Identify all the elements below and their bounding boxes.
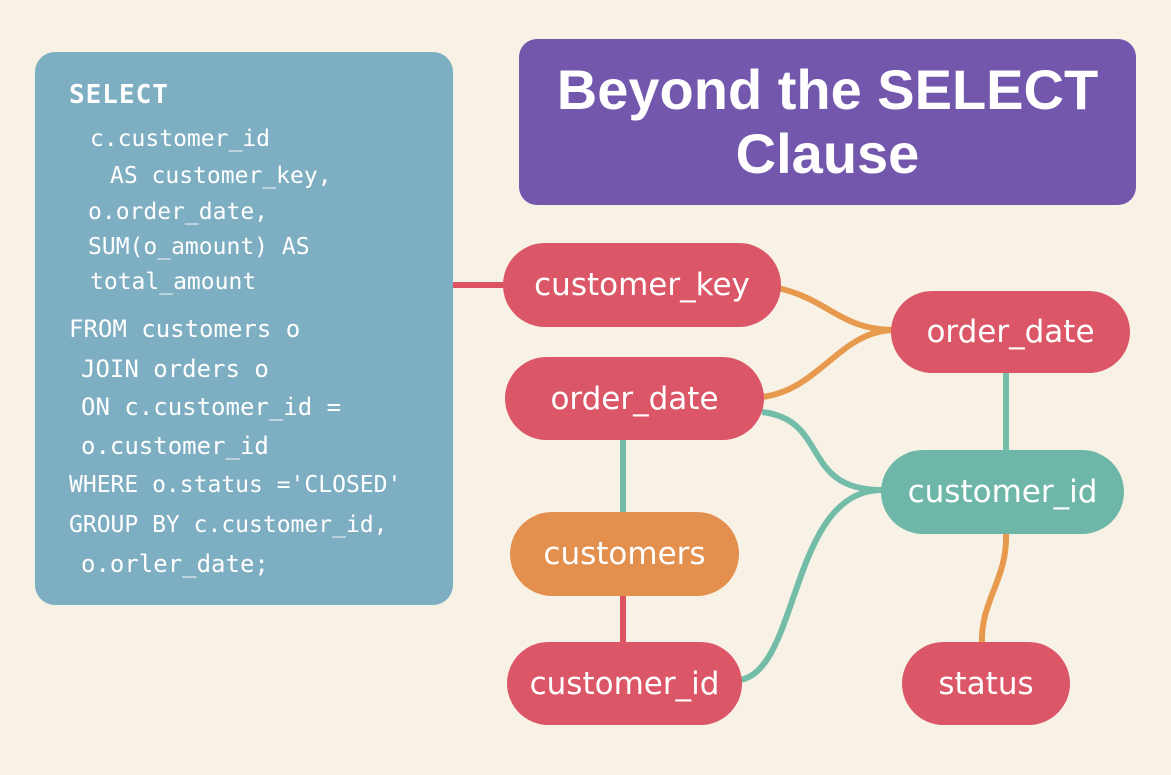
- code-line: SUM(o_amount) AS: [88, 234, 310, 260]
- node-label: order_date: [926, 314, 1095, 350]
- node-label: customer_id: [907, 474, 1098, 510]
- sql-code-panel: SELECT c.customer_id AS customer_key, o.…: [35, 52, 453, 605]
- code-line: o.order_date,: [88, 199, 269, 225]
- node-label: customer_id: [529, 665, 720, 702]
- link-customer-id-to-status: [978, 531, 1010, 646]
- code-line: c.customer_id: [90, 126, 271, 152]
- code-line: GROUP BY c.customer_id,: [69, 512, 388, 538]
- link-customer-key-to-order-date: [777, 285, 896, 333]
- node-label: customers: [543, 536, 706, 572]
- node-customers: customers: [510, 512, 739, 596]
- node-label: customer_key: [534, 267, 750, 303]
- code-line: AS customer_key,: [110, 163, 332, 189]
- link-order-date-to-order-date: [761, 327, 896, 400]
- node-customer-id-bottom: customer_id: [507, 642, 742, 725]
- code-line: WHERE o.status ='CLOSED': [69, 472, 402, 498]
- code-line: total_amount: [90, 269, 257, 295]
- page-title: Beyond the SELECT Clause: [556, 58, 1099, 185]
- node-label: status: [938, 665, 1034, 702]
- node-order-date-right: order_date: [891, 291, 1130, 373]
- link-order-date-to-customer-id: [761, 409, 883, 493]
- node-customer-key: customer_key: [503, 243, 781, 327]
- code-line: JOIN orders o: [81, 355, 269, 383]
- code-line: ON c.customer_id =: [81, 393, 342, 421]
- node-order-date: order_date: [505, 357, 764, 440]
- title-box: Beyond the SELECT Clause: [519, 39, 1136, 205]
- node-status: status: [902, 642, 1070, 725]
- code-line: o.customer_id: [81, 432, 269, 460]
- link-customer-id-to-customer-id: [739, 487, 883, 683]
- code-line: FROM customers o: [69, 315, 301, 343]
- node-label: order_date: [550, 380, 719, 417]
- code-line: SELECT: [69, 80, 169, 110]
- code-line: o.orler_date;: [81, 550, 269, 578]
- node-customer-id-right: customer_id: [881, 450, 1124, 534]
